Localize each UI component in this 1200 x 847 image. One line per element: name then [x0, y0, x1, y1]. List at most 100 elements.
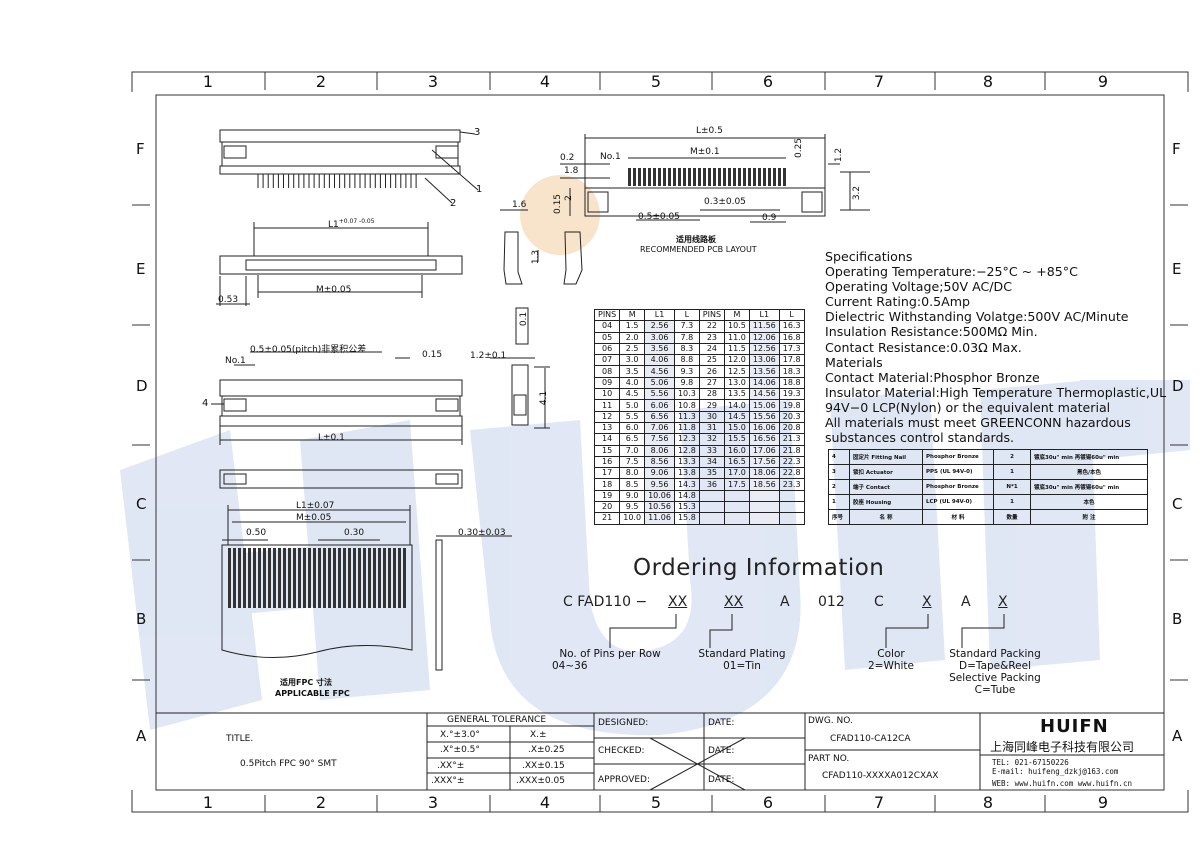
table-cell: 25: [698, 354, 726, 367]
order-code-prefix: C FAD110 −: [563, 594, 648, 610]
spec-line: 94V−0 LCP(Nylon) or the equivalent mater…: [825, 399, 1111, 415]
pcb-18: 1.8: [564, 166, 579, 176]
company-name: 上海同峰电子科技有限公司: [990, 740, 1135, 754]
grid-col: 5: [650, 72, 662, 91]
spec-line: Dielectric Withstanding Volatge:500V AC/…: [825, 309, 1129, 325]
spec-line: Operating Voltage;50V AC/DC: [825, 279, 1013, 295]
ordering-leaders: [609, 614, 1005, 648]
grid-row: C: [136, 495, 147, 513]
order-color-value: 2=White: [867, 660, 914, 672]
grid-row: C: [1172, 495, 1183, 513]
spec-line: Materials: [825, 354, 883, 370]
order-code-a1: A: [780, 594, 790, 610]
approved-label: APPROVED:: [598, 775, 650, 785]
order-packing-value: D=Tape&Reel: [959, 660, 1031, 672]
gt-cell: .XXX±0.05: [516, 776, 565, 786]
grid-col: 4: [539, 793, 551, 812]
grid-col: 9: [1097, 72, 1109, 91]
gt-cell: .XX±0.15: [522, 761, 565, 771]
cell: 本色: [1030, 494, 1148, 510]
checked-label: CHECKED:: [598, 746, 645, 756]
spec-line: Contact Material:Phosphor Bronze: [825, 369, 1040, 385]
gt-cell: .X±0.25: [528, 745, 565, 755]
grid-col: 1: [202, 793, 214, 812]
title-value: 0.5Pitch FPC 90° SMT: [240, 759, 337, 769]
order-pins: No. of Pins per Row 04~36: [550, 648, 670, 672]
spec-line: substances control standards.: [825, 430, 1015, 446]
pcb-title-en: RECOMMENDED PCB LAYOUT: [640, 245, 757, 254]
dim-l1: L1+0.07 -0.05: [328, 218, 375, 230]
fpc-title-en: APPLICABLE FPC: [275, 689, 350, 698]
dim-l1-fpc: L1±0.07: [296, 501, 335, 511]
order-code-a2: A: [961, 594, 971, 610]
pcb-layout: [560, 134, 870, 223]
date-label: DATE:: [708, 746, 735, 756]
title-label: TITLE.: [226, 734, 254, 744]
grid-row: F: [1172, 140, 1181, 158]
order-packing: Standard Packing D=Tape&Reel Selective P…: [940, 648, 1050, 696]
grid-row: A: [1172, 727, 1183, 745]
dim-015: 0.15: [422, 350, 443, 360]
cell: 附 注: [1030, 509, 1148, 525]
pitch-note: 0.5±0.05(pitch)非累积公差: [250, 345, 367, 355]
grid-col: 2: [315, 793, 327, 812]
table-cell: 9.56: [644, 478, 675, 491]
dwg-no-value: CFAD110-CA12CA: [830, 734, 911, 744]
pcb-02: 0.2: [560, 153, 575, 163]
grid-col: 5: [650, 793, 662, 812]
fpc-title-cn: 适用FPC 寸法: [280, 678, 332, 687]
table-cell: 19.3: [778, 388, 805, 401]
gt-cell: .XXX°±: [431, 776, 465, 786]
date-label: DATE:: [708, 718, 735, 728]
dim-l: L±0.1: [318, 433, 345, 443]
grid-col: 7: [873, 72, 885, 91]
order-color-label: Color: [877, 648, 905, 660]
grid-col: 8: [982, 793, 994, 812]
order-plating-value: 01=Tin: [723, 660, 761, 672]
grid-col: 6: [762, 72, 774, 91]
order-code-c: C: [874, 594, 884, 610]
gt-cell: X.°±3.0°: [440, 730, 480, 740]
grid-col: 3: [427, 72, 439, 91]
order-plating-label: Standard Plating: [698, 648, 786, 660]
specifications: Specifications Operating Temperature:−25…: [825, 249, 1166, 445]
table-cell: 21: [593, 512, 621, 525]
dim-030: 0.30: [344, 528, 365, 538]
order-packing2-value: C=Tube: [974, 684, 1016, 696]
grid-col: 4: [539, 72, 551, 91]
gt-cell: X.±: [530, 730, 547, 740]
company-web: WEB: www.huifn.com www.huifn.cn: [992, 779, 1132, 788]
cell: 名 称: [849, 509, 923, 525]
dim-m-fpc: M±0.05: [296, 513, 332, 523]
no1-label: No.1: [225, 356, 246, 366]
order-color: Color 2=White: [856, 648, 926, 672]
order-code-012: 012: [818, 594, 845, 610]
table-row: 3 锁扣 Actuator PPS (UL 94V-0) 1 黑色/本色: [828, 464, 1148, 480]
grid-row: E: [1172, 260, 1182, 278]
table-cell: 07: [593, 354, 621, 367]
table-cell: 4.56: [644, 365, 675, 378]
callout-3: 3: [474, 127, 481, 138]
order-code-packing: X: [998, 594, 1008, 610]
designed-label: DESIGNED:: [598, 718, 649, 728]
order-pins-label: No. of Pins per Row: [559, 648, 661, 660]
order-packing2-label: Selective Packing: [949, 672, 1041, 684]
brand-logo: HUIFN: [1040, 716, 1109, 737]
table-row: 2 端子 Contact Phosphor Bronze N*1 镀底30u" …: [828, 479, 1148, 495]
cell: 数量: [993, 509, 1031, 525]
grid-col: 7: [873, 793, 885, 812]
pcb-m01: M±0.1: [690, 147, 720, 157]
table-cell: 13.06: [748, 354, 780, 367]
order-code-color: X: [922, 594, 932, 610]
dim-l1-text: L1: [328, 220, 339, 230]
pcb-09: 0.9: [762, 213, 777, 223]
spec-line: Insulator Material:High Temperature Ther…: [825, 384, 1167, 400]
grid-col: 9: [1097, 793, 1109, 812]
callout-1: 1: [476, 184, 483, 195]
